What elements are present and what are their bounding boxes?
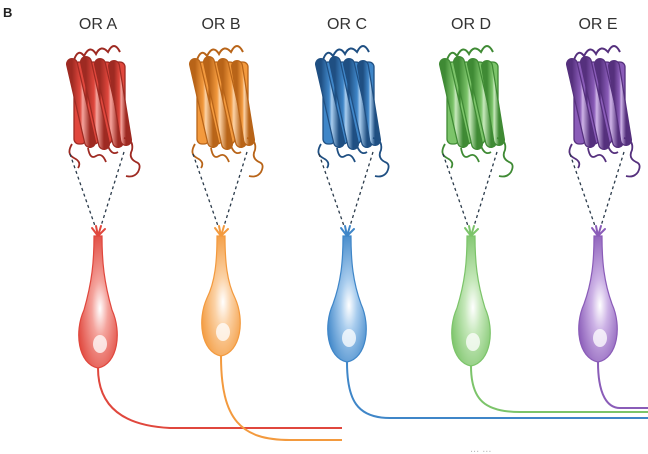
axon-e [598,362,648,408]
projection-line [601,152,624,226]
sensory-neuron-c [328,226,367,362]
receptor-protein-a [69,46,139,177]
projection-line [570,154,595,226]
projection-line [224,152,247,226]
receptor-protein-e [569,46,639,177]
sensory-neuron-e [579,226,618,362]
sensory-neuron-d [452,226,491,366]
sensory-neuron-a [79,226,118,368]
receptor-label-e: OR E [578,16,617,33]
receptor-protein-c [318,46,388,177]
panel-letter: B [3,5,12,20]
projection-line [443,154,468,226]
clipped-caption: ... ... [470,443,491,454]
receptor-label-a: OR A [79,16,118,33]
receptor-label-d: OR D [451,16,491,33]
receptor-label-c: OR C [327,16,367,33]
projection-line [101,152,124,226]
projection-line [193,154,218,226]
crop-mask [342,422,648,454]
projection-line [319,154,344,226]
axon-d [471,366,648,412]
projection-line [474,152,497,226]
receptor-protein-d [442,46,512,177]
receptor-label-b: OR B [201,16,240,33]
projection-line [350,152,373,226]
sensory-neuron-b [202,226,241,356]
receptor-protein-b [192,46,262,177]
projection-line [70,154,95,226]
